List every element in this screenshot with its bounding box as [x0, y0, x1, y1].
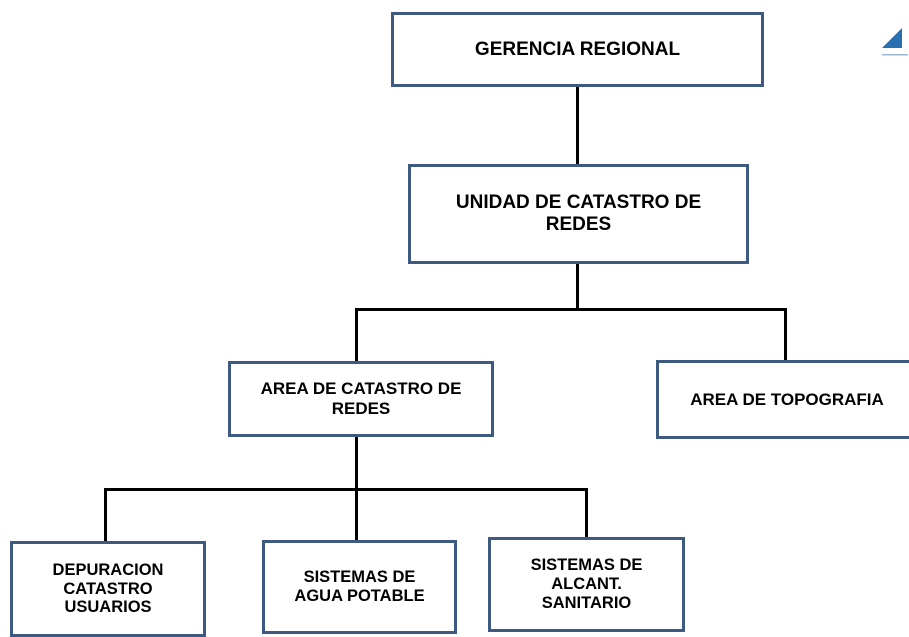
connector-to-agua-potable: [355, 488, 358, 542]
connector-to-area-topografia: [784, 308, 787, 362]
area-catastro-redes-box: AREA DE CATASTRO DE REDES: [228, 361, 494, 437]
sistemas-agua-potable-label: SISTEMAS DE AGUA POTABLE: [294, 568, 425, 605]
gerencia-regional-label: GERENCIA REGIONAL: [474, 38, 681, 60]
depuracion-catastro-usuarios-label: DEPURACION CATASTRO USUARIOS: [52, 560, 164, 617]
triangle-logo-icon: [882, 28, 908, 56]
connector-root-to-unit: [576, 84, 579, 165]
sistemas-agua-potable-box: SISTEMAS DE AGUA POTABLE: [262, 540, 457, 634]
sistemas-alcantarillado-box: SISTEMAS DE ALCANT. SANITARIO: [488, 537, 685, 632]
connector-areas-horizontal: [355, 308, 787, 311]
gerencia-regional-box: GERENCIA REGIONAL: [391, 12, 764, 87]
connector-to-area-catastro: [355, 308, 358, 363]
area-catastro-redes-label: AREA DE CATASTRO DE REDES: [260, 379, 462, 418]
connector-to-depuracion: [104, 488, 107, 543]
sistemas-alcantarillado-label: SISTEMAS DE ALCANT. SANITARIO: [530, 556, 643, 612]
connector-area-to-subareas: [355, 435, 358, 490]
depuracion-catastro-usuarios-box: DEPURACION CATASTRO USUARIOS: [10, 541, 206, 637]
connector-unit-to-areas: [576, 262, 579, 310]
unidad-catastro-redes-box: UNIDAD DE CATASTRO DE REDES: [408, 164, 749, 264]
connector-to-alcantarillado: [585, 488, 588, 539]
area-topografia-label: AREA DE TOPOGRAFIA: [690, 389, 884, 409]
unidad-catastro-redes-label: UNIDAD DE CATASTRO DE REDES: [455, 192, 702, 235]
connector-subareas-horizontal: [104, 488, 588, 491]
area-topografia-box: AREA DE TOPOGRAFIA: [656, 360, 909, 439]
